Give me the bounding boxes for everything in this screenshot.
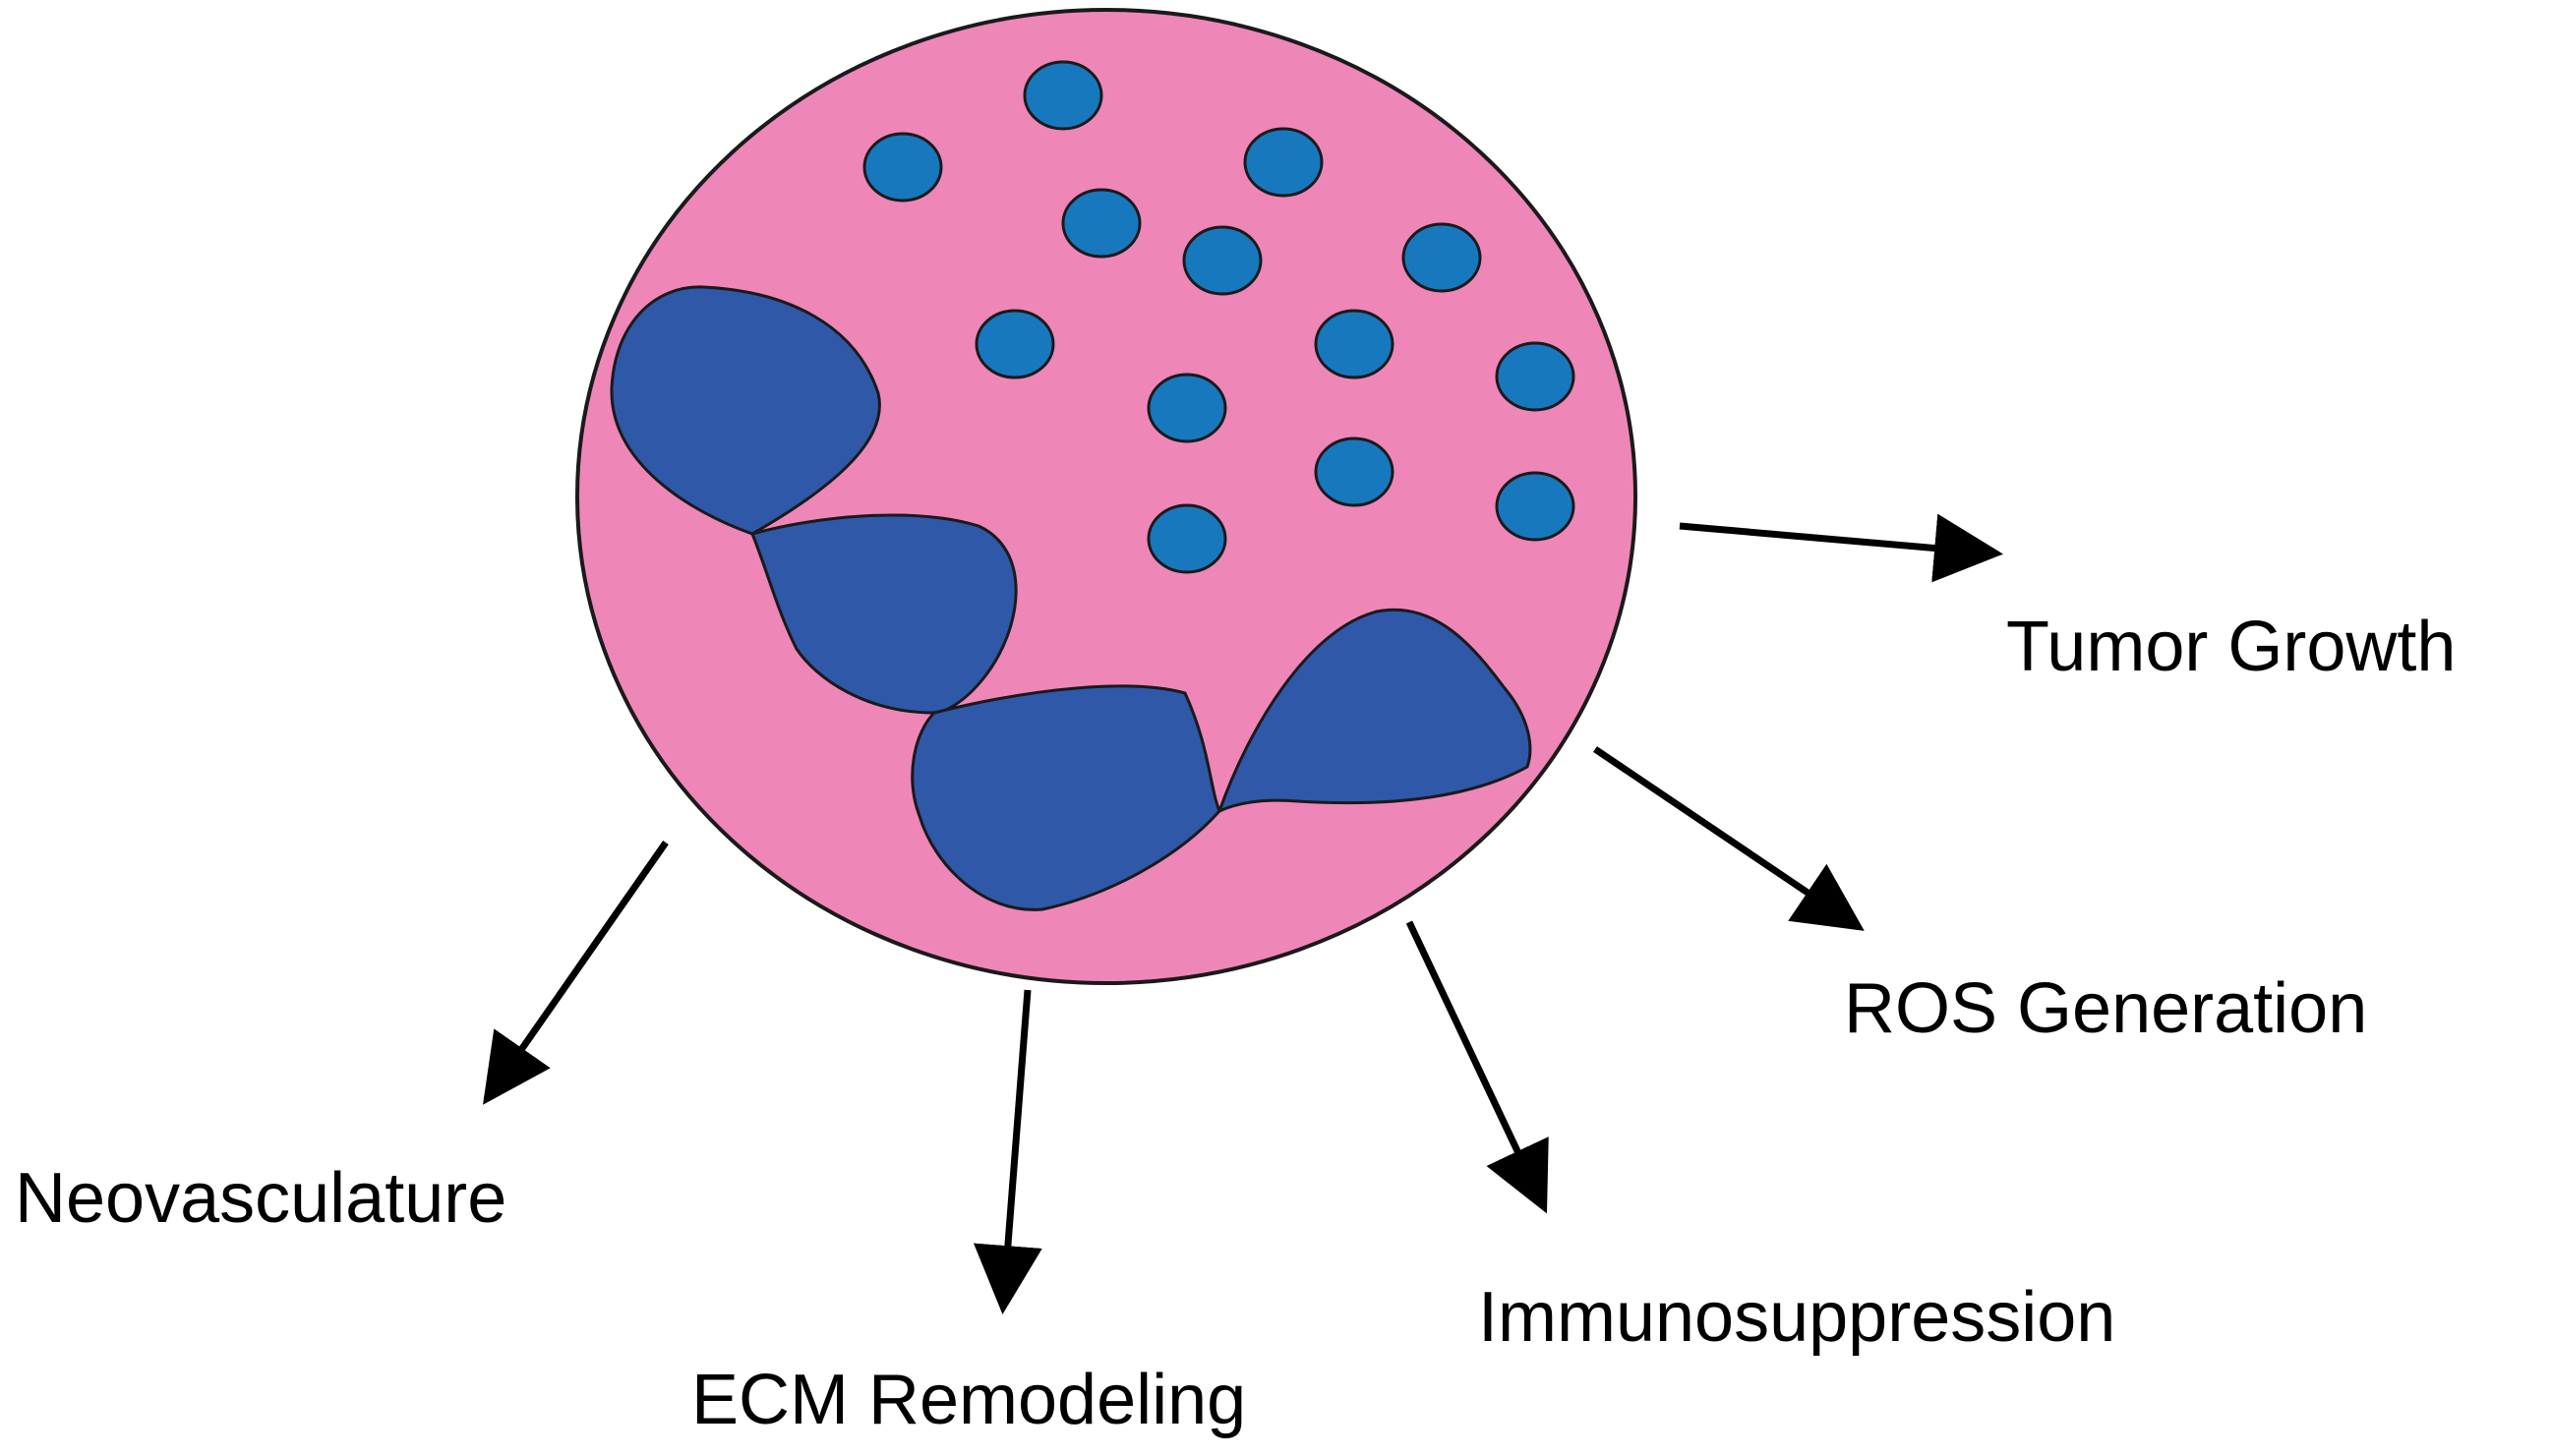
granule: [975, 309, 1055, 379]
granule: [1314, 437, 1394, 507]
granule: [1243, 127, 1324, 198]
granule: [1147, 373, 1227, 443]
granule: [1023, 60, 1103, 131]
granule: [1061, 188, 1142, 259]
label-neovasculature: Neovasculature: [15, 1159, 506, 1238]
granule: [1182, 225, 1263, 296]
granule: [1147, 503, 1227, 574]
arrow-ros-generation: [1593, 746, 1865, 931]
nucleus-lobe-1: [610, 285, 881, 536]
nucleus-lobe-2: [749, 513, 1018, 715]
label-ecm-remodeling: ECM Remodeling: [691, 1361, 1246, 1439]
granule: [1401, 222, 1482, 293]
nucleus: [610, 285, 1532, 911]
granule: [1495, 471, 1575, 542]
arrow-tumor-growth: [1679, 513, 2003, 583]
granule: [1314, 309, 1394, 379]
granules: [862, 60, 1575, 574]
nucleus-lobe-3: [911, 684, 1221, 911]
arrows: [482, 513, 2003, 1314]
label-tumor-growth: Tumor Growth: [2006, 608, 2456, 686]
granule: [862, 132, 943, 203]
label-immunosuppression: Immunosuppression: [1478, 1278, 2115, 1357]
label-ros-generation: ROS Generation: [1844, 969, 2367, 1048]
arrow-neovasculature: [482, 840, 669, 1105]
arrow-immunosuppression: [1405, 920, 1549, 1214]
nucleus-lobe-4: [1216, 608, 1532, 814]
granule: [1495, 341, 1575, 412]
arrow-ecm-remodeling: [973, 989, 1042, 1314]
